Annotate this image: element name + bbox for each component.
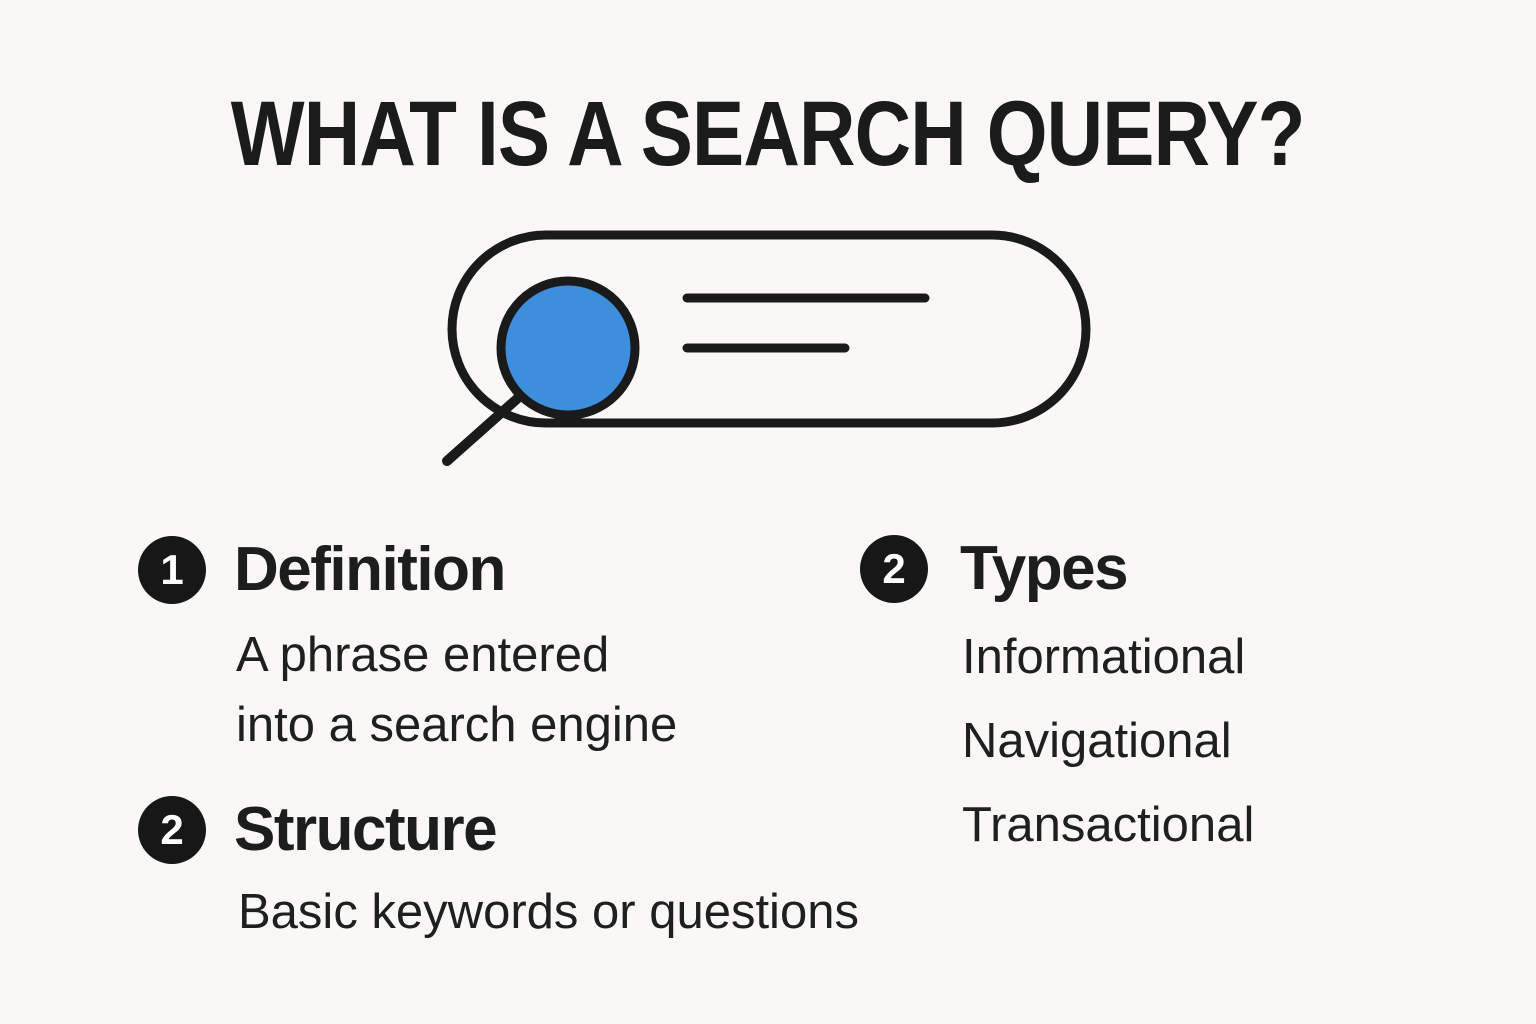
search-bar-outline [447,230,1091,428]
page-title: WHAT IS A SEARCH QUERY? [0,88,1536,180]
structure-number-badge: 2 [138,795,206,864]
types-item-header: 2 Types [860,533,1129,604]
search-bar-illustration [442,230,1091,466]
type-item-informational: Informational [962,630,1246,684]
types-heading: Types [960,534,1129,603]
types-list: Informational Navigational Transactional [962,628,1254,855]
definition-heading: Definition [234,535,506,604]
definition-description-line: A phrase entered [236,628,610,682]
type-item-transactional: Transactional [962,798,1255,852]
structure-description: Basic keywords or questions [238,877,859,947]
structure-item-header: 2 Structure [138,794,498,865]
definition-item-header: 1 Definition [138,534,506,605]
structure-description-line: Basic keywords or questions [238,885,859,939]
type-item-navigational: Navigational [962,714,1232,768]
definition-description-line: into a search engine [236,698,678,752]
types-number-badge: 2 [860,534,928,603]
definition-number-badge: 1 [138,535,206,604]
magnifier-lens-icon [496,276,640,420]
magnifier-handle [442,393,523,466]
structure-heading: Structure [234,795,498,864]
page-title-text: WHAT IS A SEARCH QUERY? [231,83,1306,185]
definition-description: A phrase entered into a search engine [236,620,677,760]
